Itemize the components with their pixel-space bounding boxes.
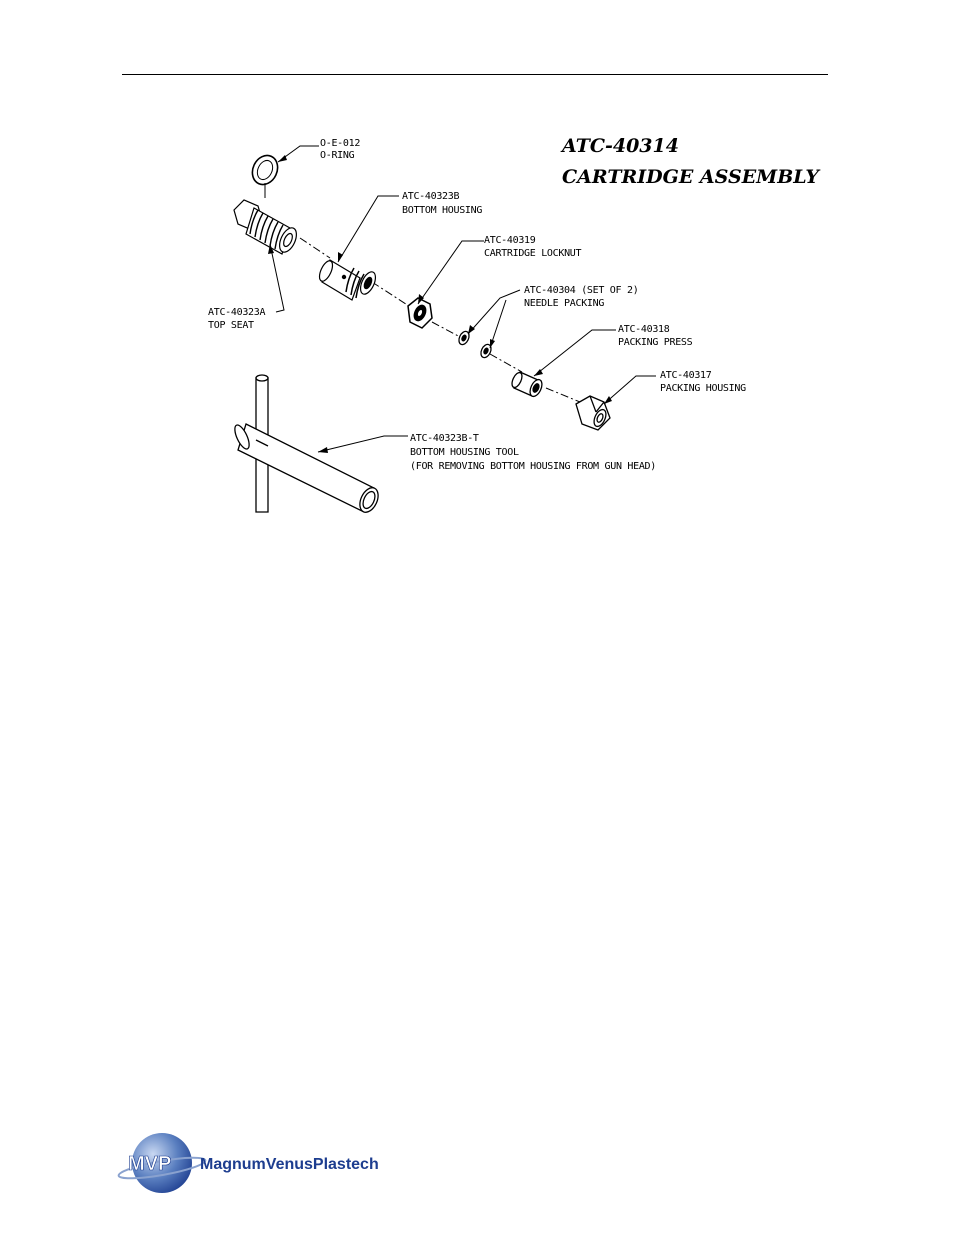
oring-part-label: O-E-012 <box>320 138 360 149</box>
packing-housing-part <box>575 395 611 431</box>
locknut-part-label: ATC-40319 <box>484 235 536 246</box>
needle-packing-part <box>458 330 492 359</box>
top-seat-name-label: TOP SEAT <box>208 320 254 331</box>
packing-press-name-label: PACKING PRESS <box>618 337 693 348</box>
bottom-housing-name-label: BOTTOM HOUSING <box>402 205 482 216</box>
packing-housing-name-label: PACKING HOUSING <box>660 383 746 394</box>
leader-arrowheads <box>268 155 612 453</box>
mvp-logo-icon: MVP <box>117 1133 207 1193</box>
tool-part-label: ATC-40323B-T <box>410 433 479 444</box>
bottom-housing-tool-part <box>234 374 379 513</box>
bottom-housing-part <box>318 259 377 301</box>
packing-press-part-label: ATC-40318 <box>618 324 670 335</box>
packing-housing-part-label: ATC-40317 <box>660 370 712 381</box>
diagram-title-name: CARTRIDGE ASSEMBLY <box>562 166 821 188</box>
header-rule <box>122 74 828 75</box>
diagram-title-part: ATC-40314 <box>560 135 679 157</box>
tool-name-label: BOTTOM HOUSING TOOL <box>410 447 519 458</box>
oring-name-label: O-RING <box>320 150 355 161</box>
packing-press-part <box>511 371 543 398</box>
tool-note-label: (FOR REMOVING BOTTOM HOUSING FROM GUN HE… <box>410 461 656 472</box>
cartridge-locknut-part <box>407 297 433 329</box>
company-logo-text: MagnumVenusPlastech <box>200 1156 379 1173</box>
locknut-name-label: CARTRIDGE LOCKNUT <box>484 248 582 259</box>
assembly-axis <box>299 237 581 403</box>
leader-lines <box>269 145 656 453</box>
needle-packing-name-label: NEEDLE PACKING <box>524 298 604 309</box>
bottom-housing-part-label: ATC-40323B <box>402 191 459 202</box>
oring-part <box>251 154 279 186</box>
needle-packing-part-label: ATC-40304 (SET OF 2) <box>524 285 638 296</box>
logo-mark-text: MVP <box>128 1153 171 1175</box>
top-seat-part-label: ATC-40323A <box>208 307 265 318</box>
top-seat-part <box>233 199 297 255</box>
